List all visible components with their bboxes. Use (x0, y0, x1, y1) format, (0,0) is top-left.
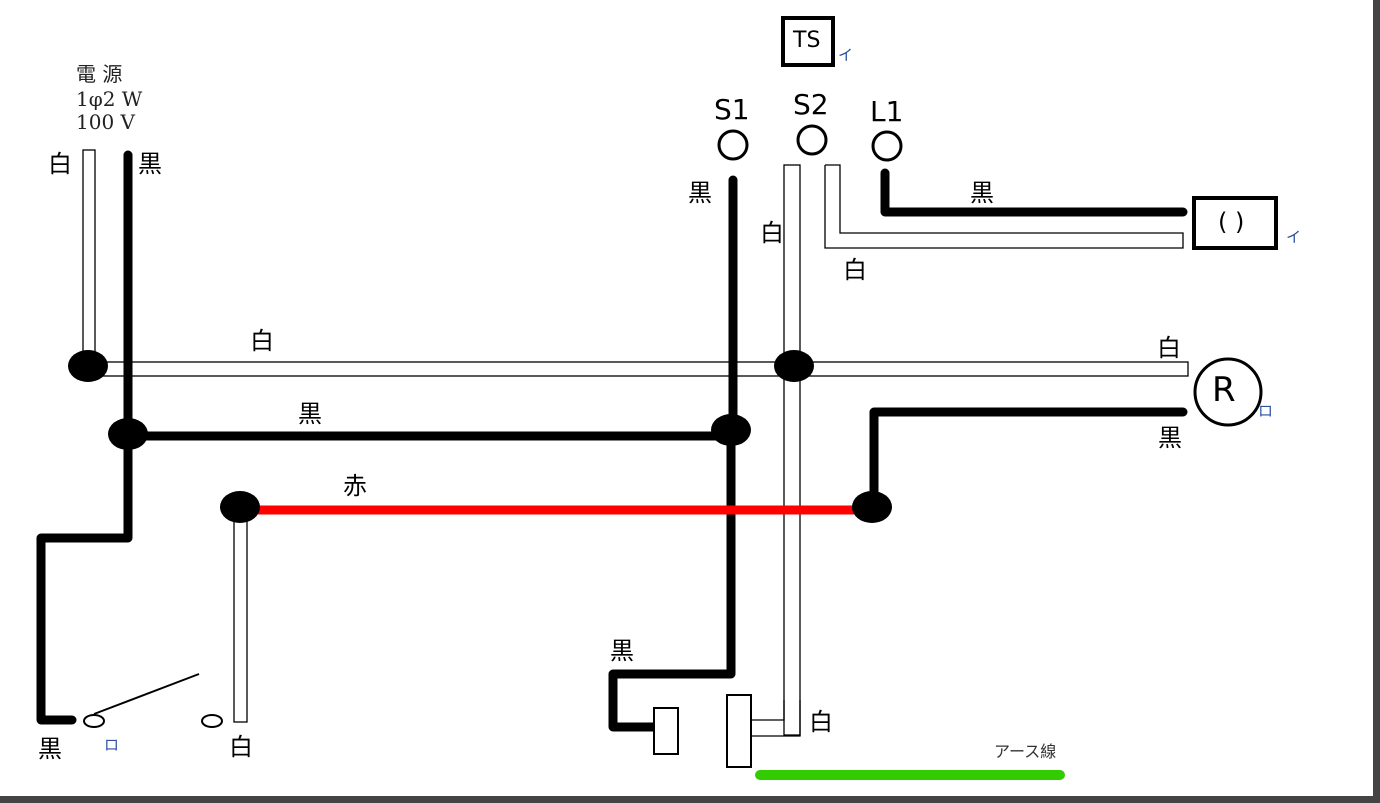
label-outlet-white: 白 (809, 708, 833, 736)
label-lamp-white: 白 (843, 256, 867, 284)
outlet-white-link-b (751, 700, 801, 737)
label-s1-black: 黒 (688, 179, 712, 207)
label-bottom-black: 黒 (38, 735, 62, 763)
switch-white-wire (233, 506, 248, 723)
outlet-terminal-large (726, 694, 752, 768)
source-white-wire (82, 149, 96, 366)
label-red: 赤 (343, 472, 367, 500)
l1-label: L1 (870, 95, 904, 128)
lamp-black-wire (880, 168, 1188, 217)
source-line2: 1φ2 W (76, 87, 143, 111)
switch-contact-right (201, 714, 223, 728)
s1-label: S1 (714, 93, 750, 126)
s2-white-wire (783, 164, 801, 736)
label-rec-black: 黒 (1158, 424, 1182, 452)
lamp-box (1192, 196, 1278, 250)
receptacle-marker: ロ (1258, 402, 1274, 420)
label-src-black: 黒 (138, 150, 162, 178)
label-outlet-black: 黒 (610, 637, 634, 665)
earth-label: アース線 (994, 742, 1057, 761)
label-main-white: 白 (250, 327, 274, 355)
switch-contact-left (83, 714, 105, 728)
switch-marker: ロ (104, 736, 120, 754)
junction-red-receptacle (852, 491, 892, 523)
junction-white-s2 (774, 350, 814, 382)
frame-edge-bottom (0, 796, 1380, 803)
label-src-white: 白 (48, 150, 72, 178)
label-main-white-right: 白 (1157, 334, 1181, 362)
lamp-white-wire (824, 164, 1184, 249)
l1-terminal (871, 130, 903, 162)
outlet-white-link-a (751, 700, 785, 721)
junction-white-source (68, 350, 108, 382)
source-line3: 100 V (76, 110, 135, 134)
outlet-black-wire (608, 435, 736, 732)
lamp-marker: イ (1286, 228, 1302, 246)
label-lamp-black: 黒 (970, 179, 994, 207)
lamp-label: ( ) (1218, 208, 1245, 236)
outlet-terminal-small (653, 707, 679, 755)
label-main-black: 黒 (298, 400, 322, 428)
s2-terminal (796, 124, 828, 156)
ts-marker: イ (838, 46, 854, 64)
source-black-wire (36, 150, 133, 725)
ts-label: TS (793, 28, 821, 53)
junction-red-switch (220, 491, 260, 523)
s1-terminal (717, 129, 749, 161)
receptacle-black-wire (869, 407, 1188, 512)
receptacle-label: R (1212, 370, 1236, 410)
ts-box (781, 16, 835, 67)
label-s2-white: 白 (760, 219, 784, 247)
switch-lever (93, 673, 200, 715)
s2-label: S2 (793, 88, 829, 121)
source-line1: 電 源 (76, 62, 123, 86)
receptacle-circle (1193, 357, 1263, 427)
main-white-wire (87, 361, 1189, 377)
junction-black-source (108, 418, 148, 450)
frame-edge-right (1373, 0, 1380, 803)
junction-black-s1 (711, 414, 751, 446)
label-bottom-white: 白 (229, 733, 253, 761)
